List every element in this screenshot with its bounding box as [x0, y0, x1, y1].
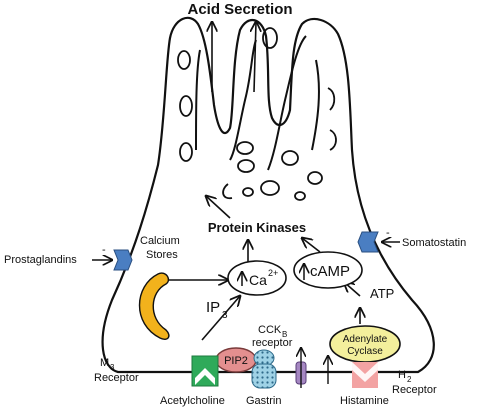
calcium-ion-node: Ca 2+: [227, 260, 287, 296]
gastrin-receptor: [251, 349, 277, 389]
vesicles: [177, 27, 337, 201]
adenylate-cyclase: Adenylate Cyclase: [329, 325, 401, 363]
prostaglandins-label: Prostaglandins: [4, 254, 77, 266]
atp-label: ATP: [370, 286, 394, 301]
title: Acid Secretion: [187, 1, 292, 18]
canaliculus-1: [195, 49, 201, 151]
calcium-stores-label-1: Calcium: [140, 235, 180, 247]
h2-receptor-label: Receptor: [392, 384, 437, 396]
calcium-store: [138, 272, 170, 340]
canaliculus-3: [267, 35, 307, 171]
canaliculus-2: [229, 39, 257, 161]
gastrin-label: Gastrin: [246, 395, 281, 407]
adenylate-label-1: Adenylate: [343, 334, 388, 345]
pip2-label: PIP2: [224, 355, 248, 367]
somatostatin-receptor: [357, 231, 379, 253]
camp-node: cAMP: [293, 251, 363, 289]
ip3-label: IP: [206, 299, 220, 316]
cck-subscript: B: [282, 330, 287, 339]
prostaglandin-receptor: [113, 249, 133, 271]
cck-receptor-label: receptor: [252, 337, 293, 349]
calcium-stores-label-2: Stores: [146, 249, 178, 261]
acetylcholine-label: Acetylcholine: [160, 395, 225, 407]
prostaglandins-minus: -: [102, 244, 106, 256]
ca-label: Ca: [249, 272, 267, 288]
adenylate-label-2: Cyclase: [347, 346, 383, 357]
h2-subscript: 2: [407, 375, 412, 384]
m3-receptor: [191, 355, 219, 387]
m3-label: M: [100, 357, 109, 369]
h2-label: H: [398, 369, 406, 381]
canaliculus-4: [311, 59, 320, 151]
ion-channel: [295, 348, 307, 388]
ca-superscript: 2+: [268, 268, 278, 278]
ip3-subscript: 3: [222, 310, 228, 321]
cck-label: CCK: [258, 324, 282, 336]
h2-receptor: [352, 362, 378, 388]
kinase-arrows: [168, 196, 360, 341]
m3-subscript: 3: [110, 363, 115, 372]
pip2-node: PIP2: [215, 347, 257, 373]
histamine-label: Histamine: [340, 395, 389, 407]
protein-kinases-label: Protein Kinases: [208, 220, 306, 235]
acid-secretion-arrows: [212, 22, 256, 93]
camp-label: cAMP: [310, 263, 350, 280]
somatostatin-label: Somatostatin: [402, 237, 466, 249]
m3-receptor-label: Receptor: [94, 372, 139, 384]
somatostatin-minus: -: [386, 227, 390, 239]
